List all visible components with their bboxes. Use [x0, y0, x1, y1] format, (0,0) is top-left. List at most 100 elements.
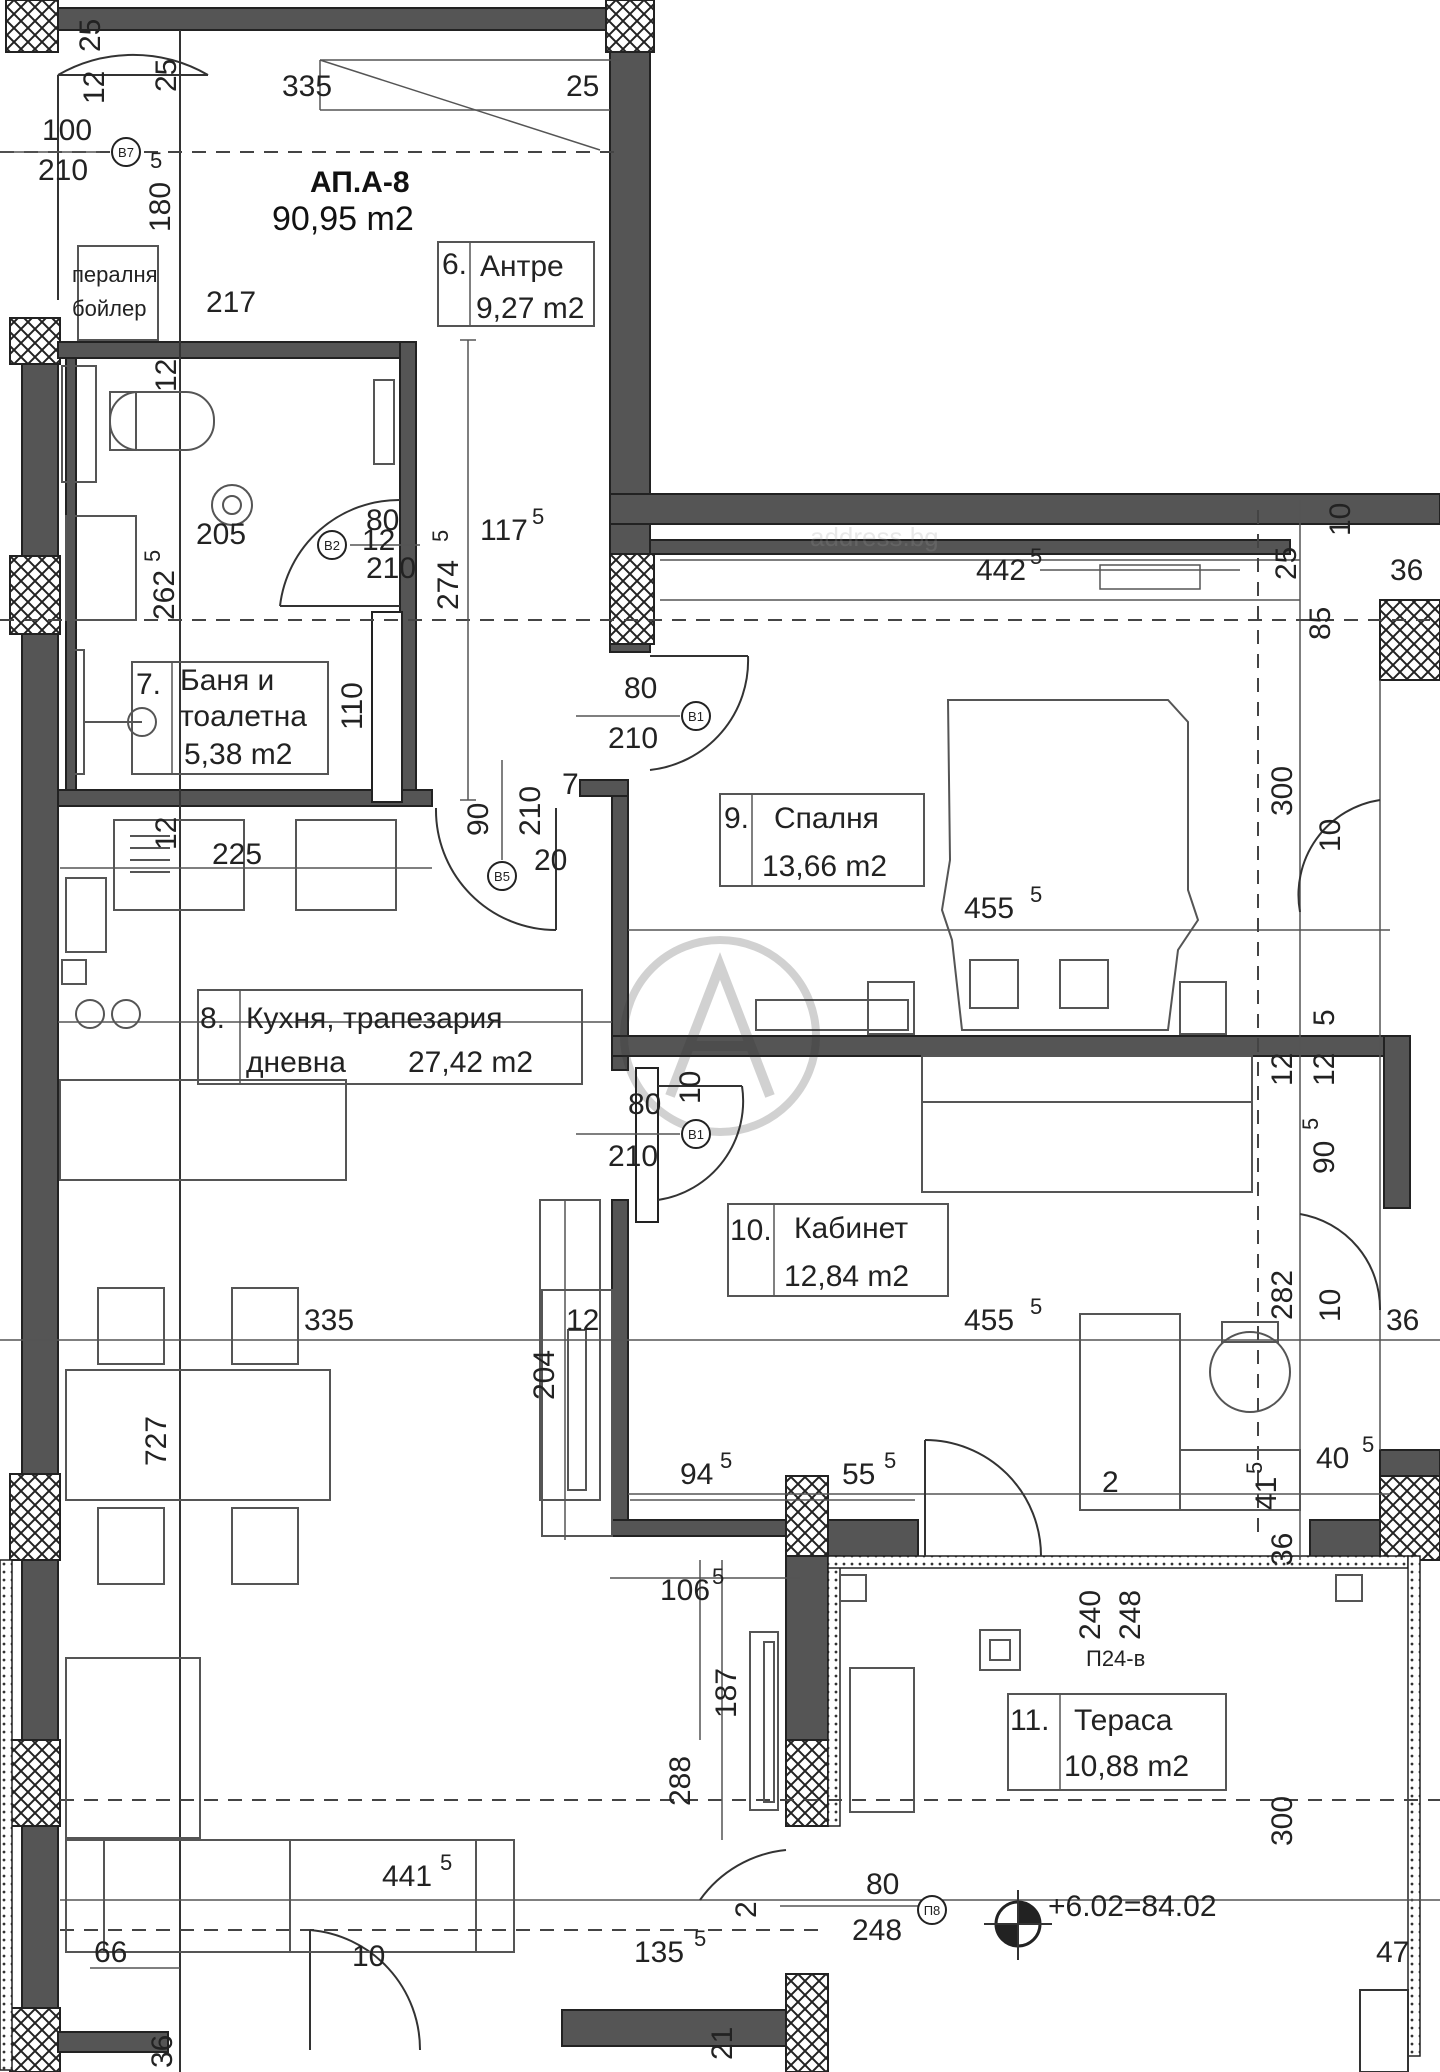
room-area: 9,27 m2: [476, 292, 584, 325]
dim-label: 10: [1314, 819, 1347, 852]
dim-label: 90: [1308, 1141, 1341, 1174]
room-area: 5,38 m2: [184, 738, 292, 771]
room-number: 11.: [1010, 1704, 1049, 1737]
door-kitchen: [434, 807, 557, 931]
dim-label: 455: [964, 1304, 1014, 1337]
dim-label: 217: [206, 286, 256, 319]
door-terrace: [699, 1849, 787, 1901]
boiler-label-line1: пералня: [72, 262, 158, 287]
room-label-bedroom: 9. Спалня 13,66 m2: [719, 793, 925, 887]
dim-label: 10: [674, 1071, 707, 1104]
floor-drain-icon: [211, 484, 253, 526]
wall-bedroom-top: [609, 493, 1440, 525]
dining-table-icon: [65, 1369, 331, 1501]
dim-label: 5: [1298, 1118, 1323, 1130]
door-living-bottom: [309, 1929, 422, 2051]
column-mid-1: [609, 553, 655, 645]
dim-label: 85: [1304, 607, 1337, 640]
dim-label: 5: [428, 530, 453, 542]
elevation-marker: +6.02=84.02: [984, 1890, 1217, 1960]
room-area: 12,84 m2: [784, 1260, 909, 1293]
door-label-b1-bedroom: 80 210 B1: [576, 672, 711, 755]
desk-study: [1079, 1313, 1181, 1511]
dim-label: 5: [532, 504, 544, 529]
dim-label: 442: [976, 554, 1026, 587]
dim-label: 288: [664, 1756, 697, 1806]
wall-top: [39, 7, 621, 31]
dim-label: 225: [212, 838, 262, 871]
terrace-insulation-left: [827, 1555, 841, 1827]
dim-label: 5: [712, 1564, 724, 1589]
watermark-text: address.bg: [810, 522, 939, 552]
door-bedroom: [649, 655, 750, 771]
door-height: 210: [38, 154, 88, 187]
fridge-icon: [65, 877, 107, 953]
dim-label: 727: [140, 1416, 173, 1466]
outdoor-table: [849, 1667, 915, 1813]
column-top-left: [5, 0, 59, 53]
door-label-b5: 90 210 B5: [462, 760, 547, 891]
dim-label: 12: [566, 1304, 599, 1337]
elevation-label: +6.02=84.02: [1048, 1890, 1217, 1923]
room-number: 10.: [730, 1214, 772, 1247]
terrace-insulation-right: [1407, 1555, 1421, 2057]
dim-label: 240: [1074, 1590, 1107, 1640]
dim-label: 2: [730, 1901, 763, 1918]
room-label-bathroom: 7. Баня и тоалетна 5,38 m2: [131, 661, 329, 775]
dim-label: 248: [1114, 1590, 1147, 1640]
hob-icon: [75, 999, 105, 1029]
door-bathroom: [279, 498, 401, 607]
toilet-icon: [109, 391, 215, 451]
room-area: 27,42 m2: [408, 1046, 533, 1079]
dim-label: 2: [1102, 1466, 1119, 1499]
door-height: 210: [514, 786, 547, 836]
toilet-tank: [109, 391, 137, 451]
watermark: address.bg: [620, 522, 939, 1136]
room-label-study: 10. Кабинет 12,84 m2: [727, 1203, 949, 1297]
dimensions: 25 25 12 335 25 180 5 217 12 205 12 117 …: [74, 19, 1423, 2068]
dim-label: 41: [1250, 1477, 1283, 1510]
column-left-1: [9, 317, 61, 365]
dim-label: 5: [694, 1926, 706, 1951]
wall-bath-bottom: [57, 789, 433, 807]
dim-label: 12: [78, 71, 111, 104]
shower-screen: [69, 649, 85, 775]
room-label-kitchen: 8. Кухня, трапезария дневна 27,42 m2: [197, 989, 583, 1085]
door-height: 210: [608, 1140, 658, 1173]
column-right-2: [1379, 1475, 1440, 1561]
dim-label: 117: [480, 514, 528, 547]
dim-label: 282: [1266, 1270, 1299, 1320]
door-label-b1-study: 80 210 B1: [576, 1088, 711, 1173]
dim-label: 25: [1270, 547, 1303, 580]
wall-bottom-mid: [561, 2009, 789, 2047]
dim-label: 335: [304, 1304, 354, 1337]
column-left-5: [9, 2007, 61, 2072]
column-left-4: [9, 1739, 61, 1827]
door-label-p8: 80 248 П8: [780, 1868, 947, 1947]
dim-label: 5: [140, 550, 165, 562]
kitchen-island: [59, 1079, 347, 1181]
dim-label: 12: [1308, 1053, 1341, 1086]
wall-right-lower: [1379, 1449, 1440, 1477]
room-name-line1: Баня и: [180, 664, 274, 697]
column-left-3: [9, 1473, 61, 1561]
wall-entrance-right: [609, 51, 651, 653]
wall-bedroom-top-inner: [649, 539, 1291, 555]
terrace-corner-box: [1359, 1989, 1409, 2072]
door-right-lower: [1299, 1213, 1382, 1311]
boiler-box: [77, 245, 159, 341]
room-name-line1: Кухня, трапезария: [246, 1002, 502, 1035]
door-height: 210: [366, 552, 416, 585]
dim-label: 5: [1362, 1432, 1374, 1457]
dim-label: 12: [362, 524, 395, 557]
door-tag: П8: [924, 1903, 941, 1918]
nightstand: [867, 981, 915, 1035]
door-right-upper: [1297, 799, 1381, 913]
drain-icon: [979, 1629, 1021, 1671]
room-label-terrace: 11. Тераса 10,88 m2: [1007, 1693, 1227, 1791]
door-entrance: [57, 53, 209, 300]
room-name-line2: дневна: [246, 1046, 346, 1079]
room-number: 6.: [442, 248, 467, 281]
room-number: 8.: [200, 1002, 225, 1035]
